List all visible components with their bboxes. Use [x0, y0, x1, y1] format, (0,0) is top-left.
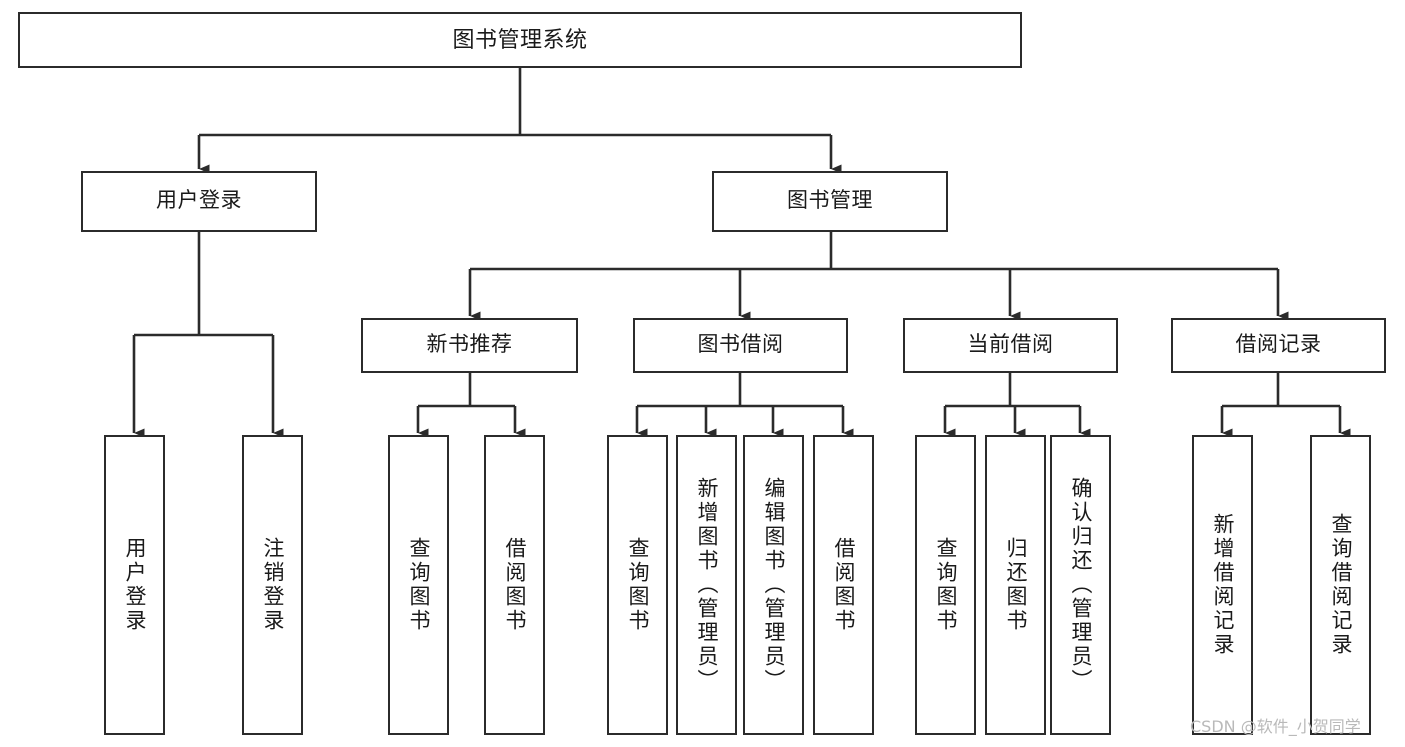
leaf-add-book-admin[interactable]: 新增图书（管理员）	[676, 435, 737, 735]
node-root-book-management-system[interactable]: 图书管理系统	[18, 12, 1022, 68]
node-label: 查询图书	[626, 537, 649, 633]
watermark: CSDN @软件_小贺同学	[1190, 717, 1361, 736]
node-label: 图书借阅	[697, 333, 784, 357]
node-label: 查询图书	[407, 537, 430, 633]
node-label: 借阅记录	[1235, 333, 1322, 357]
leaf-return-book[interactable]: 归还图书	[985, 435, 1046, 735]
leaf-user-login[interactable]: 用户登录	[104, 435, 165, 735]
node-book-management[interactable]: 图书管理	[712, 171, 948, 232]
node-user-login[interactable]: 用户登录	[81, 171, 317, 232]
node-label: 借阅图书	[503, 537, 526, 633]
node-label: 新增图书（管理员）	[695, 477, 718, 693]
node-label: 确认归还（管理员）	[1069, 477, 1092, 693]
leaf-query-book-1[interactable]: 查询图书	[388, 435, 449, 735]
node-label: 新增借阅记录	[1211, 513, 1234, 657]
node-label: 查询图书	[934, 537, 957, 633]
node-new-book-recommendation[interactable]: 新书推荐	[361, 318, 578, 373]
leaf-borrow-book-2[interactable]: 借阅图书	[813, 435, 874, 735]
node-label: 新书推荐	[426, 333, 513, 357]
node-label: 查询借阅记录	[1329, 513, 1352, 657]
node-label: 注销登录	[261, 537, 284, 633]
node-label: 编辑图书（管理员）	[762, 477, 785, 693]
node-label: 归还图书	[1004, 537, 1027, 633]
node-borrowing-record[interactable]: 借阅记录	[1171, 318, 1386, 373]
node-label: 借阅图书	[832, 537, 855, 633]
leaf-borrow-book-1[interactable]: 借阅图书	[484, 435, 545, 735]
leaf-query-book-2[interactable]: 查询图书	[607, 435, 668, 735]
node-book-borrowing[interactable]: 图书借阅	[633, 318, 848, 373]
leaf-add-borrow-record[interactable]: 新增借阅记录	[1192, 435, 1253, 735]
node-label: 用户登录	[156, 189, 242, 213]
leaf-edit-book-admin[interactable]: 编辑图书（管理员）	[743, 435, 804, 735]
node-label: 图书管理	[787, 189, 873, 213]
leaf-logout-login[interactable]: 注销登录	[242, 435, 303, 735]
node-label: 用户登录	[123, 537, 146, 633]
node-label: 当前借阅	[967, 333, 1054, 357]
leaf-query-borrow-record[interactable]: 查询借阅记录	[1310, 435, 1371, 735]
node-current-borrowing[interactable]: 当前借阅	[903, 318, 1118, 373]
node-label: 图书管理系统	[452, 27, 588, 53]
leaf-query-book-3[interactable]: 查询图书	[915, 435, 976, 735]
leaf-confirm-return-admin[interactable]: 确认归还（管理员）	[1050, 435, 1111, 735]
